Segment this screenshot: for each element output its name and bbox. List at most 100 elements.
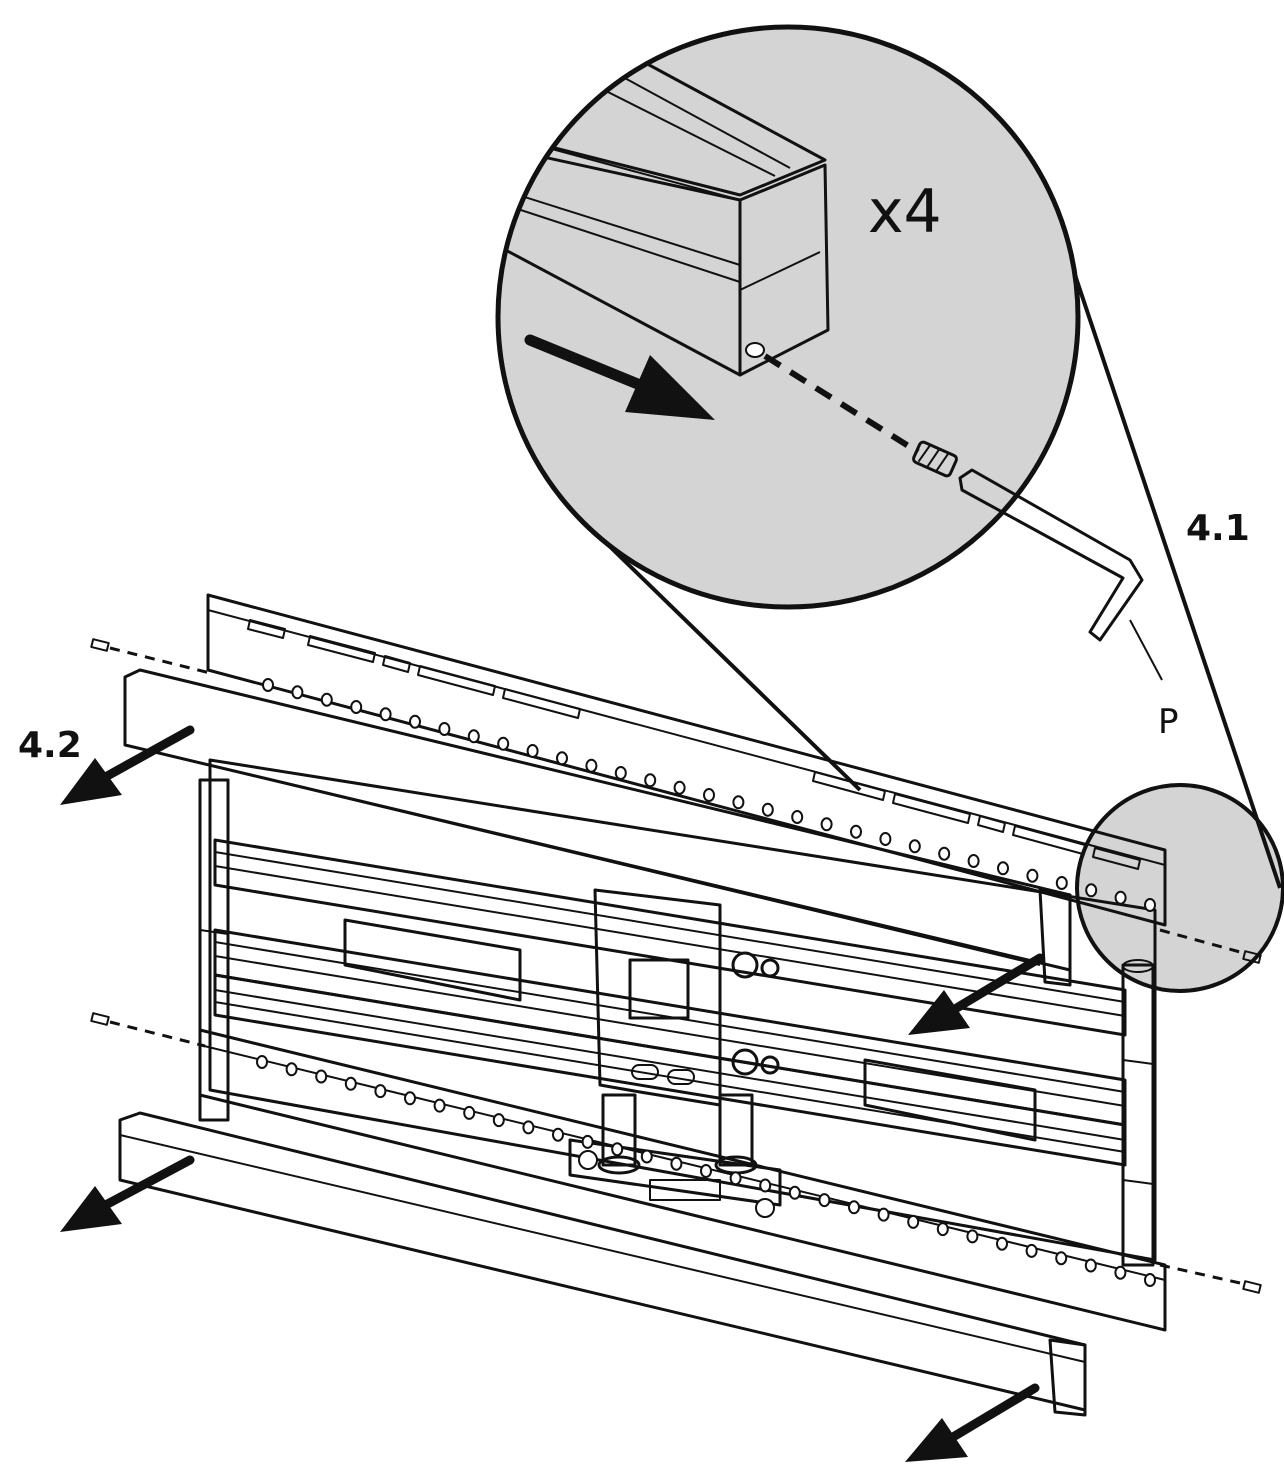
mounting-hole — [818, 1193, 831, 1208]
mounting-hole — [463, 1105, 476, 1120]
mounting-hole — [907, 1214, 920, 1229]
mounting-hole — [611, 1142, 624, 1157]
mounting-hole — [552, 1127, 564, 1142]
mounting-hole — [320, 692, 333, 707]
mounting-hole — [879, 832, 892, 846]
removal-arrow-icon — [60, 725, 195, 805]
mounting-hole — [996, 1236, 1008, 1251]
screws — [90, 638, 1262, 1294]
bracket-back-plate — [208, 758, 1157, 1262]
small-callout-circle — [1075, 783, 1284, 993]
mounting-hole — [788, 1185, 801, 1200]
step-label-4-1: 4.1 — [1186, 508, 1250, 549]
top-rail-holes — [262, 678, 1156, 912]
screw-icon — [912, 440, 958, 478]
mounting-hole — [640, 1149, 653, 1164]
removal-arrow-icon — [908, 953, 1045, 1035]
part-label-p: P — [1158, 702, 1179, 742]
top-cover — [123, 668, 1072, 987]
mounting-hole — [497, 736, 510, 751]
mounting-hole — [315, 1069, 328, 1084]
screw-icon — [90, 1012, 206, 1048]
top-rail — [206, 593, 1167, 927]
mounting-hole — [1114, 1265, 1127, 1280]
mounting-hole — [700, 1164, 712, 1178]
mounting-hole — [379, 707, 392, 722]
upper-arm — [213, 838, 1127, 1037]
mounting-hole — [409, 714, 421, 729]
mounting-hole — [820, 817, 833, 832]
right-brace — [863, 1058, 1037, 1142]
mounting-hole — [1055, 876, 1068, 890]
mounting-hole — [759, 1178, 772, 1193]
callout-connector-lines — [596, 235, 1282, 889]
mounting-hole — [908, 839, 921, 854]
mounting-hole — [791, 810, 804, 824]
mounting-bracket — [198, 593, 1167, 1332]
mounting-hole — [291, 685, 304, 700]
removal-arrows — [60, 725, 1045, 1462]
mounting-hole — [344, 1076, 357, 1091]
mounting-hole — [1144, 898, 1156, 912]
screw-icon — [1159, 928, 1262, 964]
mounting-hole — [374, 1084, 387, 1099]
mounting-hole — [1025, 1243, 1038, 1258]
mounting-hole — [285, 1062, 298, 1077]
mounting-hole — [526, 744, 539, 758]
bottom-rail-holes — [256, 1055, 1156, 1287]
mounting-hole — [1026, 868, 1039, 883]
mounting-hole — [967, 854, 980, 868]
center-plate — [593, 888, 722, 1107]
mounting-hole — [1085, 883, 1098, 898]
mounting-hole — [848, 1200, 860, 1215]
mounting-hole — [670, 1156, 683, 1171]
mounting-hole — [492, 1113, 505, 1128]
mounting-hole — [936, 1222, 949, 1237]
mounting-hole — [966, 1229, 979, 1244]
mounting-hole — [1144, 1273, 1156, 1287]
bottom-cover — [118, 1111, 1087, 1417]
zoomed-cover-end — [738, 163, 830, 377]
mounting-hole — [404, 1091, 416, 1106]
mounting-hole — [877, 1207, 890, 1222]
mounting-hole — [585, 758, 598, 773]
mounting-hole — [1114, 890, 1127, 905]
left-post — [198, 778, 230, 1122]
right-post — [1121, 963, 1155, 1267]
mounting-hole — [438, 722, 451, 736]
screw-icon — [1159, 1263, 1262, 1294]
mounting-hole — [1055, 1251, 1068, 1266]
step-label-4-2: 4.2 — [18, 725, 82, 766]
mounting-hole — [644, 773, 657, 788]
mounting-hole — [703, 788, 715, 802]
mounting-hole — [262, 678, 274, 692]
mounting-hole — [433, 1098, 446, 1113]
zoom-callout-circle — [495, 24, 1081, 610]
hex-key-icon — [958, 468, 1163, 681]
mounting-hole — [256, 1055, 268, 1069]
mounting-hole — [850, 824, 862, 839]
mounting-hole — [1084, 1258, 1097, 1273]
mounting-hole — [350, 700, 363, 714]
top-rail-slots — [247, 619, 1141, 870]
lower-arm — [213, 973, 1127, 1167]
mounting-hole — [938, 846, 951, 861]
mounting-hole — [732, 795, 745, 810]
mounting-hole — [467, 729, 480, 744]
insert-arrow-icon — [524, 334, 715, 420]
mounting-hole — [729, 1171, 742, 1186]
bottom-rail — [198, 1028, 1167, 1332]
removal-arrow-icon — [60, 1155, 195, 1232]
mounting-hole — [997, 861, 1009, 876]
screw-icon — [90, 638, 211, 675]
quantity-label: x4 — [868, 177, 942, 247]
mounting-hole — [581, 1134, 594, 1149]
removal-arrow-icon — [905, 1383, 1040, 1462]
mounting-hole — [556, 751, 568, 766]
left-brace — [343, 918, 522, 1002]
mounting-hole — [614, 766, 627, 780]
mounting-hole — [761, 802, 774, 817]
mounting-hole — [522, 1120, 535, 1135]
mounting-hole — [673, 780, 686, 795]
